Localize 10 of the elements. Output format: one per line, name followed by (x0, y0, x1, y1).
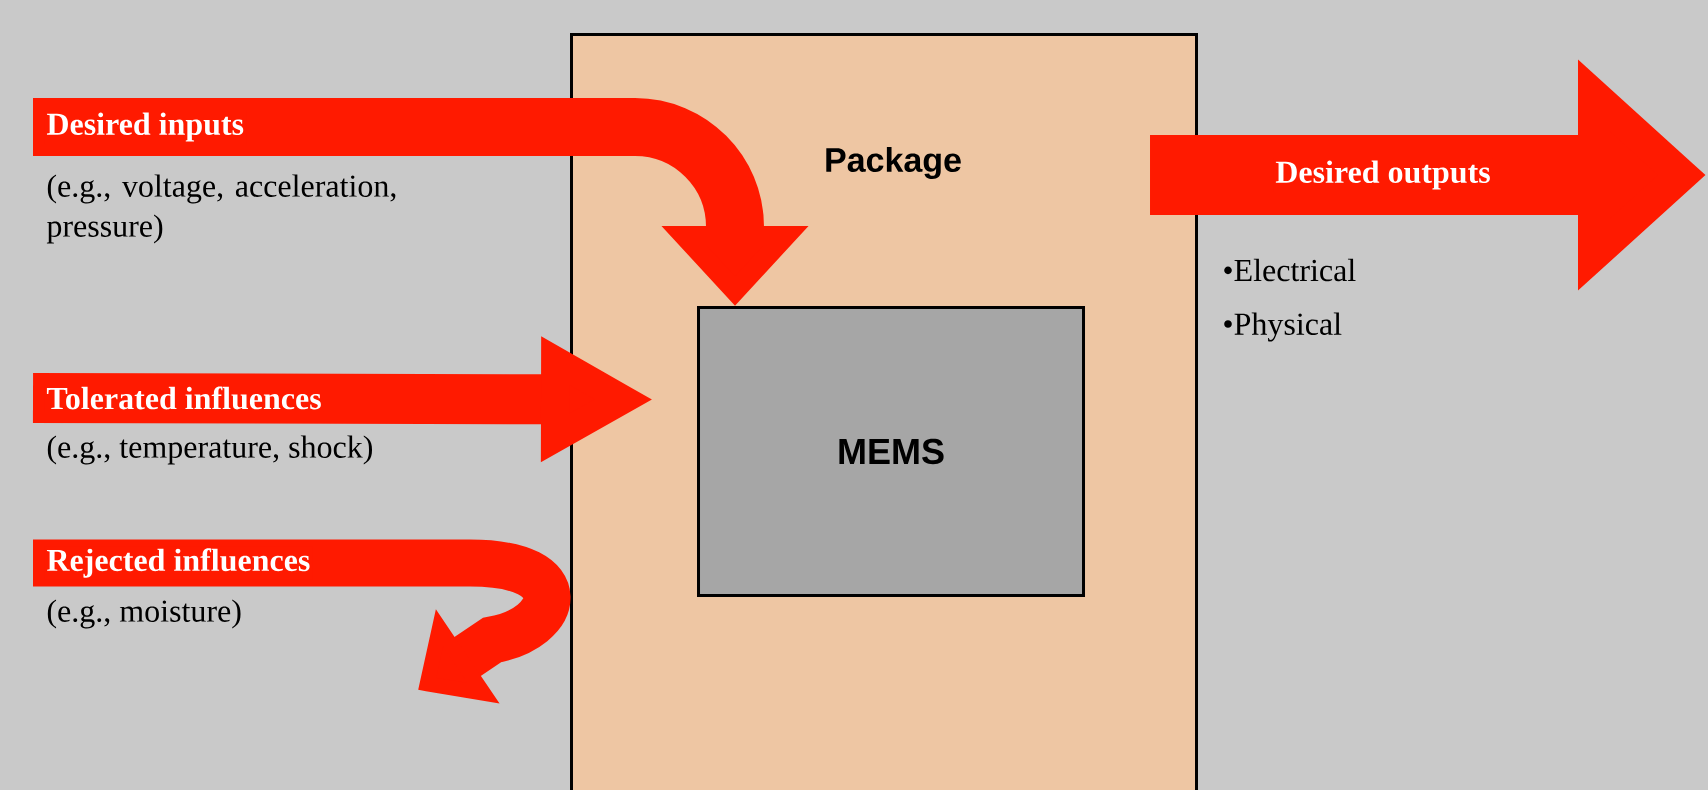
edge-label: Desired inputs (44, 110, 247, 144)
edge-label: Tolerated influences (44, 384, 324, 412)
note-text: (e.g., temperature, shock) (47, 435, 372, 465)
note-text: (e.g., moisture) (47, 599, 241, 629)
bullet-item: •Electrical (1224, 258, 1356, 282)
mems-chip: MEMS (697, 306, 1085, 597)
note-text: (e.g., voltage, acceleration, pressure) (46, 174, 396, 244)
arrow-label: Rejected influences (44, 546, 313, 580)
edge-label: Desired outputs (1273, 158, 1493, 192)
bullet-item: •Physical (1224, 312, 1342, 342)
